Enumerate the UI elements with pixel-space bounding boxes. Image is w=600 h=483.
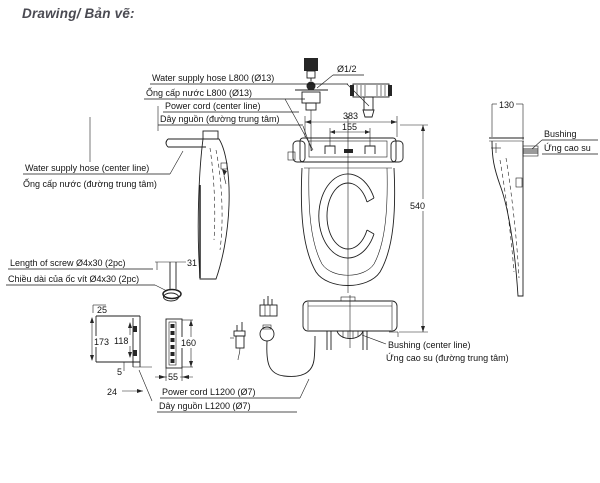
water-hose-center-label-vi: Ống cấp nước (đường trung tâm): [23, 178, 157, 189]
valve-assembly-view: Ø1/2: [295, 58, 392, 151]
side-view-right: 130 Bushing Ứng cao su: [489, 100, 598, 297]
dim-160: 160: [181, 338, 196, 348]
dim-118: 118: [114, 336, 128, 346]
callout-screw-length: Length of screw Ø4x30 (2pc) Chiều dài củ…: [6, 258, 168, 292]
power-cord-center-label-vi: Dây nguồn (đường trung tâm): [160, 114, 280, 124]
valve-size-label: Ø1/2: [337, 64, 357, 74]
bushing-label-vi: Ứng cao su: [544, 143, 591, 153]
plan-view: 383 155: [287, 111, 432, 333]
dim-24: 24: [107, 387, 117, 397]
power-cord-l1200-label-en: Power cord L1200 (Ø7): [162, 387, 256, 397]
power-cord-l1200-label-vi: Dây nguồn L1200 (Ø7): [159, 401, 251, 411]
dim-173: 173: [94, 337, 109, 347]
callout-power-cord-l1200: Power cord L1200 (Ø7) Dây nguồn L1200 (Ø…: [157, 378, 310, 413]
power-cord-center-label-en: Power cord (center line): [165, 101, 261, 111]
page-title: Drawing/ Bản vẽ:: [22, 6, 135, 21]
dim-383: 383: [343, 111, 358, 121]
dim-155: 155: [342, 122, 357, 132]
bushing-label-en: Bushing: [544, 129, 577, 139]
water-hose-l800-label-vi: Ống cấp nước L800 (Ø13): [146, 87, 252, 98]
side-view-left: [165, 130, 230, 280]
bushing-center-label-en: Bushing (center line): [388, 340, 471, 350]
bushing-center-label-vi: Ứng cao su (đường trung tâm): [386, 353, 509, 363]
callout-water-hose-l800: Water supply hose L800 (Ø13) Ống cấp nướ…: [144, 73, 370, 151]
dim-5: 5: [117, 367, 122, 377]
water-hose-center-label-en: Water supply hose (center line): [25, 163, 149, 173]
dim-31: 31: [187, 258, 197, 268]
water-hose-l800-label-en: Water supply hose L800 (Ø13): [152, 73, 274, 83]
callout-power-cord-center: Power cord (center line) Dây nguồn (đườn…: [89, 101, 313, 162]
bracket-side-view: 25 173 118 5 24: [90, 304, 153, 402]
screw-view: 31: [155, 258, 197, 300]
dim-540: 540: [410, 201, 425, 211]
dim-55: 55: [168, 372, 178, 382]
screw-label-en: Length of screw Ø4x30 (2pc): [10, 258, 126, 268]
front-view: [230, 295, 399, 377]
screw-label-vi: Chiều dài của ốc vít Ø4x30 (2pc): [8, 274, 139, 284]
callout-water-hose-center: Water supply hose (center line) Ống cấp …: [23, 150, 184, 189]
dim-25: 25: [97, 305, 107, 315]
plate-front-view: 160 55: [155, 292, 198, 382]
dim-130: 130: [499, 100, 514, 110]
callout-bushing-center: Bushing (center line) Ứng cao su (đường …: [361, 334, 509, 363]
